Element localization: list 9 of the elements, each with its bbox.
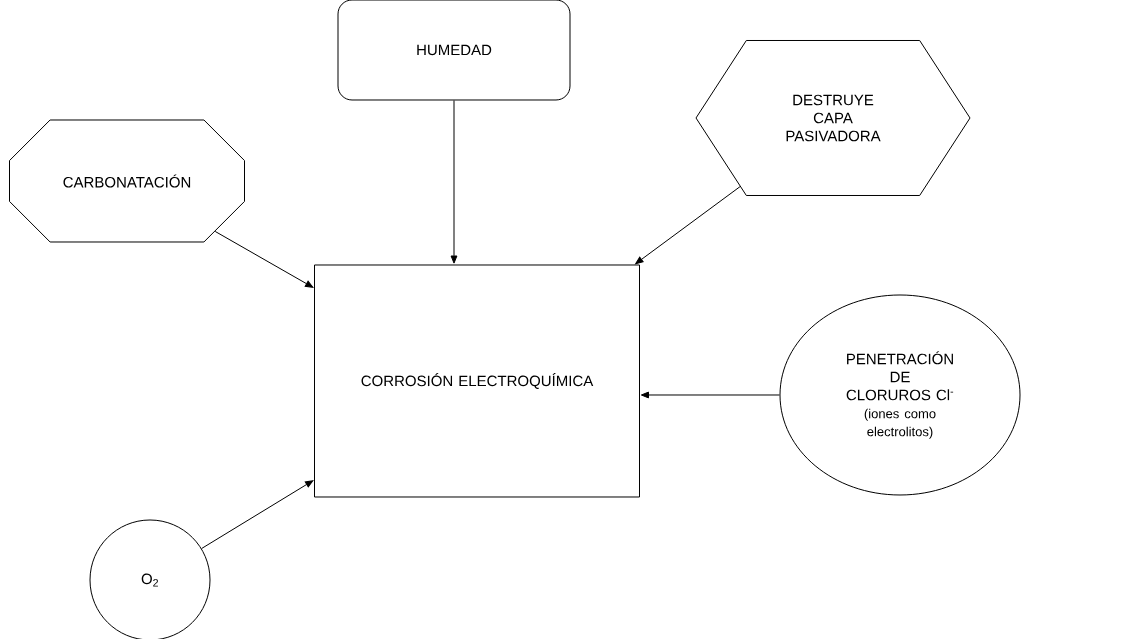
octagon: CARBONATACIÓN bbox=[9, 119, 245, 243]
hexagon: DESTRUYE CAPA PASIVADORA bbox=[695, 40, 971, 196]
process-box: CORROSIÓN ELECTROQUÍMICA bbox=[314, 264, 640, 498]
arrow bbox=[214, 230, 314, 288]
arrow bbox=[640, 391, 780, 399]
arrow bbox=[635, 186, 741, 265]
rounded-box: HUMEDAD bbox=[337, 0, 571, 101]
arrow bbox=[450, 100, 458, 264]
arrow bbox=[201, 480, 314, 549]
